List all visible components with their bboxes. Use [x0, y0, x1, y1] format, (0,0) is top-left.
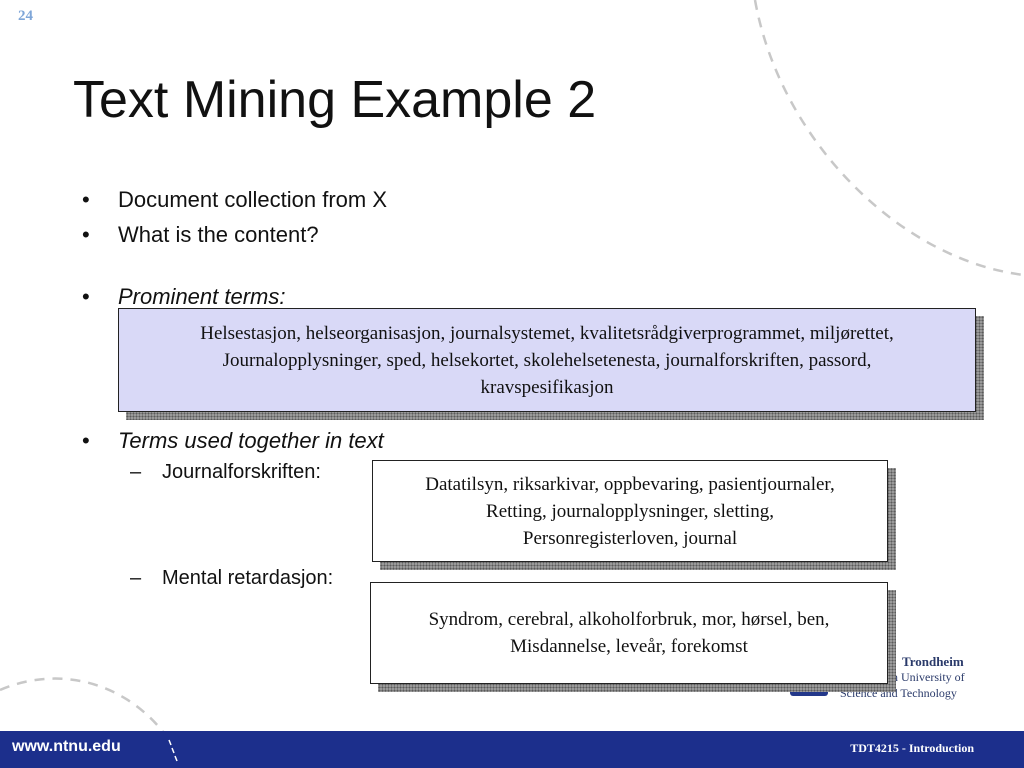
bullet-text: Prominent terms:: [118, 284, 286, 309]
box-line: kravspesifikasjon: [480, 376, 614, 398]
bullet-document-collection: • Document collection from X: [82, 187, 387, 213]
box-line: Retting, journalopplysninger, sletting,: [486, 500, 774, 522]
bullet-text: What is the content?: [118, 222, 319, 247]
footer-url[interactable]: www.ntnu.edu: [12, 738, 121, 755]
slide-number: 24: [18, 8, 33, 24]
box-line: Syndrom, cerebral, alkoholforbruk, mor, …: [428, 609, 830, 630]
box-line: Helsestasjon, helseorganisasjon, journal…: [200, 322, 894, 344]
bullet-prominent-terms: • Prominent terms:: [82, 284, 286, 310]
bullet-text: Document collection from X: [118, 187, 387, 212]
box-line: Misdannelse, leveår, forekomst: [510, 636, 748, 657]
footer-divider-icon: [168, 739, 178, 762]
logo-text: Trondheim: [902, 654, 964, 669]
prominent-terms-box: Helsestasjon, helseorganisasjon, journal…: [118, 308, 976, 412]
bullet-glyph: •: [82, 284, 90, 309]
box-line: Datatilsyn, riksarkivar, oppbevaring, pa…: [425, 473, 835, 495]
bullet-glyph: •: [82, 187, 90, 212]
journalforskriften-terms-box: Datatilsyn, riksarkivar, oppbevaring, pa…: [372, 460, 888, 562]
bullet-glyph: •: [82, 428, 90, 453]
bullet-terms-together: • Terms used together in text: [82, 428, 384, 454]
sub-bullet-text: Journalforskriften:: [162, 461, 321, 483]
dash-glyph: –: [130, 461, 142, 483]
sub-bullet-text: Mental retardasjon:: [162, 567, 334, 589]
page-title: Text Mining Example 2: [73, 71, 597, 129]
bullet-glyph: •: [82, 222, 90, 247]
footer-bar: [0, 731, 1024, 768]
bullet-content-question: • What is the content?: [82, 222, 319, 248]
logo-text: n University of: [892, 670, 965, 684]
bullet-text: Terms used together in text: [118, 428, 384, 453]
sub-bullet-mental-retardasjon: –Mental retardasjon:: [130, 567, 333, 590]
box-line: Journalopplysninger, sped, helsekortet, …: [222, 349, 872, 371]
dash-glyph: –: [130, 567, 142, 589]
box-line: Personregisterloven, journal: [522, 527, 738, 549]
footer-course-label: TDT4215 - Introduction: [850, 741, 974, 755]
sub-bullet-journalforskriften: –Journalforskriften:: [130, 461, 321, 484]
mental-retardasjon-terms-box: Syndrom, cerebral, alkoholforbruk, mor, …: [370, 582, 888, 684]
